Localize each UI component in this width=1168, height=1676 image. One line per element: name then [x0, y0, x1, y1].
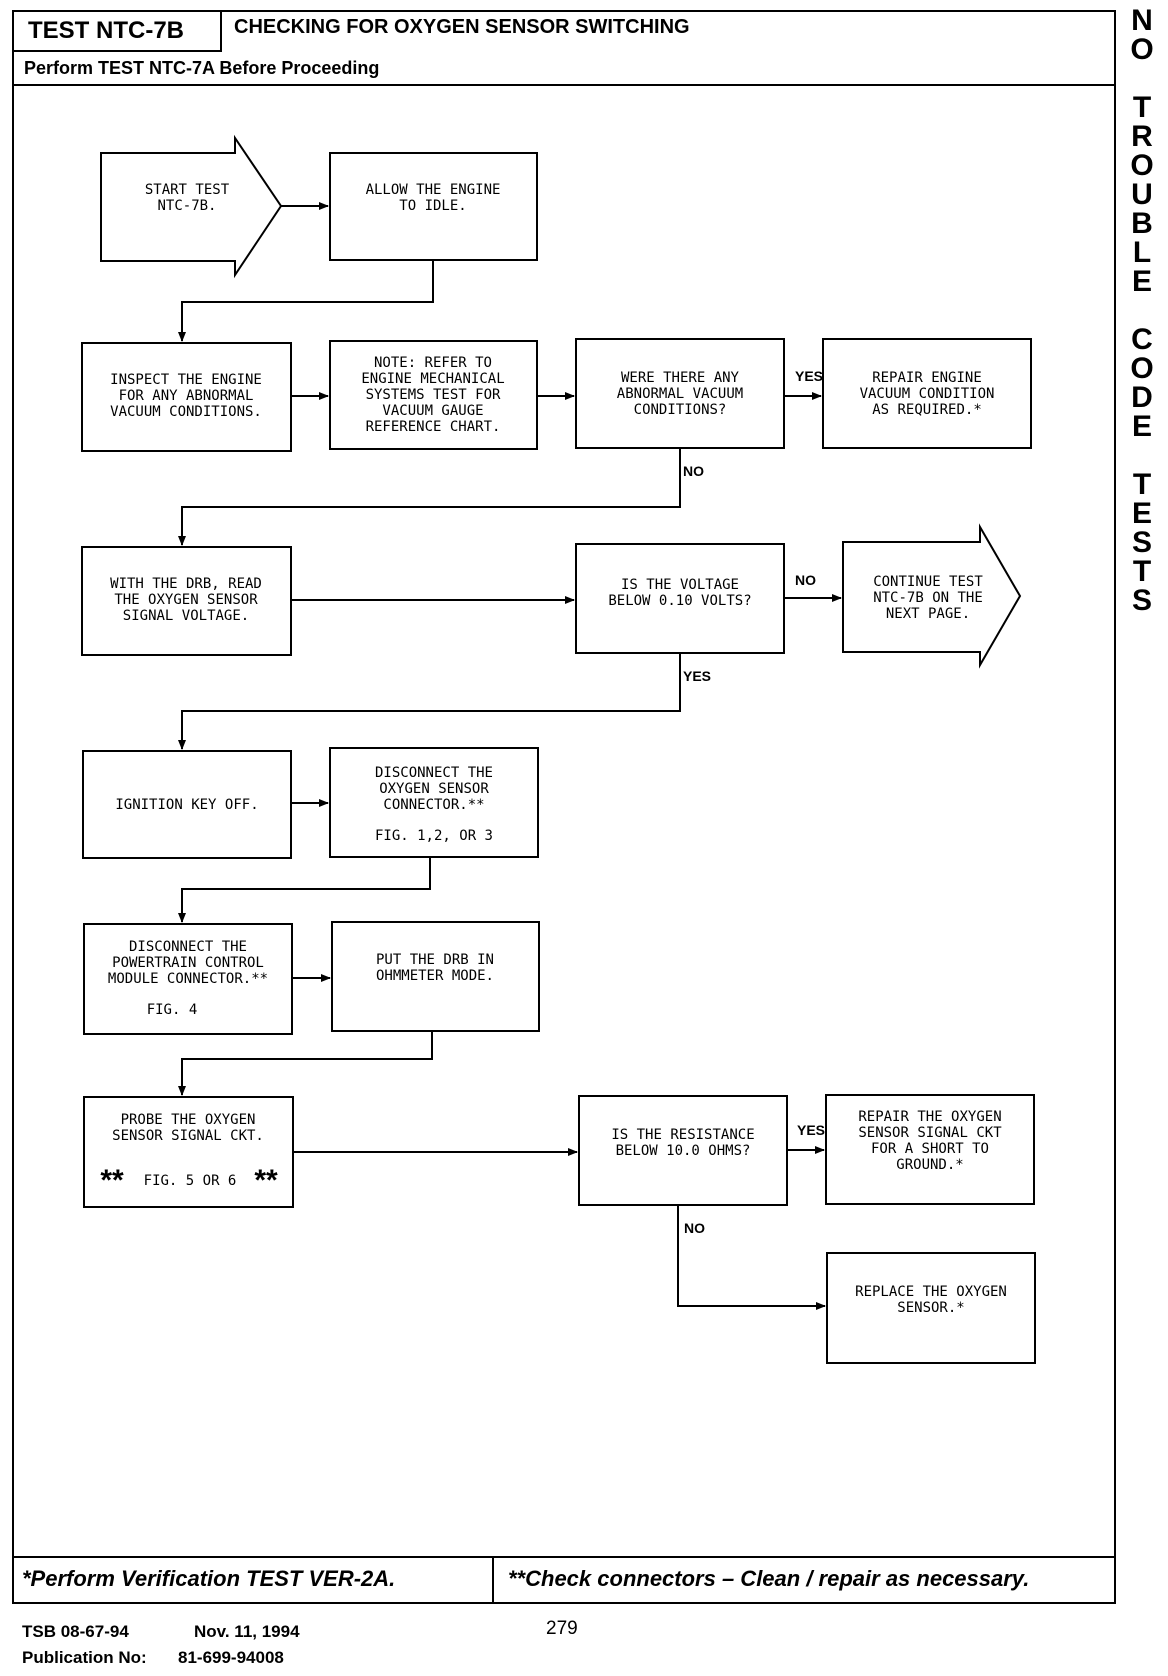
connector-line: [178, 653, 681, 750]
repair-vacuum-box: [822, 338, 1032, 449]
repair-short-box: [825, 1094, 1035, 1205]
side-tab-letter: S: [1131, 584, 1152, 617]
vacuum-question-box: [575, 338, 785, 449]
probe-box: [83, 1096, 294, 1208]
replace-sensor-box: [826, 1252, 1036, 1364]
yes-label: YES: [683, 668, 711, 684]
side-tab-letter: B: [1131, 207, 1153, 240]
test-prerequisite: Perform TEST NTC-7A Before Proceeding: [24, 58, 380, 78]
test-title: CHECKING FOR OXYGEN SENSOR SWITCHING: [234, 16, 690, 38]
probe-stars-left: **: [100, 1164, 124, 1197]
side-tab-letter: E: [1131, 265, 1152, 298]
continue-arrow-box: [842, 523, 1022, 669]
yes-label: YES: [795, 368, 823, 384]
side-tab-letter: E: [1131, 497, 1152, 530]
tsb-number: TSB 08-67-94: [22, 1622, 129, 1641]
side-tab-letter: O: [1130, 149, 1154, 182]
key-off-box: [82, 750, 292, 859]
connector-line: [178, 857, 431, 923]
read-voltage-box: [81, 546, 292, 656]
no-label: NO: [684, 1220, 705, 1236]
disconnect-o2-box: [329, 747, 539, 858]
resistance-question-box: [578, 1095, 788, 1206]
side-tab-letter: E: [1131, 410, 1152, 443]
idle-box: [329, 152, 538, 261]
ohmmeter-box: [331, 921, 540, 1032]
key-off-text: IGNITION KEY OFF.: [115, 797, 258, 813]
connector-line: [677, 1205, 826, 1310]
voltage-question-box: [575, 543, 785, 654]
side-tab-letter: N: [1131, 4, 1153, 37]
footer-connector-note: **Check connectors – Clean / repair as n…: [508, 1566, 1030, 1591]
disconnect-pcm-box: [83, 923, 293, 1035]
disconnect-pcm-fig: FIG. 4: [147, 1002, 198, 1018]
connector-line: [178, 448, 681, 546]
connector-line: [178, 260, 434, 342]
footer-verification-note: *Perform Verification TEST VER-2A.: [22, 1566, 396, 1591]
start-arrow-box: [100, 134, 283, 279]
footer-separator: [492, 1556, 494, 1604]
footer-divider: [12, 1556, 1116, 1558]
side-tab-letter: R: [1131, 120, 1153, 153]
no-label: NO: [795, 572, 816, 588]
connector-line: [178, 1031, 433, 1096]
side-tab-letter: O: [1130, 33, 1154, 66]
side-tab-letter: T: [1132, 91, 1152, 124]
no-label: NO: [683, 463, 704, 479]
page-number: 279: [546, 1618, 578, 1639]
side-tab-letter: D: [1131, 381, 1153, 414]
publication-number: 81-699-94008: [178, 1648, 284, 1667]
side-tab-letter: U: [1131, 178, 1153, 211]
test-code: TEST NTC-7B: [12, 10, 222, 52]
note-box: [329, 340, 538, 450]
side-tab-letter: S: [1131, 526, 1152, 559]
side-tab-letter: T: [1132, 555, 1152, 588]
side-tab-letter: C: [1131, 323, 1153, 356]
side-tab-letter: L: [1132, 236, 1152, 269]
header-divider: [12, 84, 1116, 86]
page-frame: [12, 10, 1116, 1604]
probe-fig: FIG. 5 OR 6: [144, 1173, 237, 1189]
probe-stars-right: **: [254, 1164, 278, 1197]
inspect-box: [81, 342, 292, 452]
publication-label: Publication No:: [22, 1648, 147, 1667]
yes-label: YES: [797, 1122, 825, 1138]
tsb-date: Nov. 11, 1994: [194, 1622, 300, 1641]
side-tab-letter: T: [1132, 468, 1152, 501]
disconnect-o2-fig: FIG. 1,2, OR 3: [375, 828, 493, 844]
side-tab-letter: O: [1130, 352, 1154, 385]
